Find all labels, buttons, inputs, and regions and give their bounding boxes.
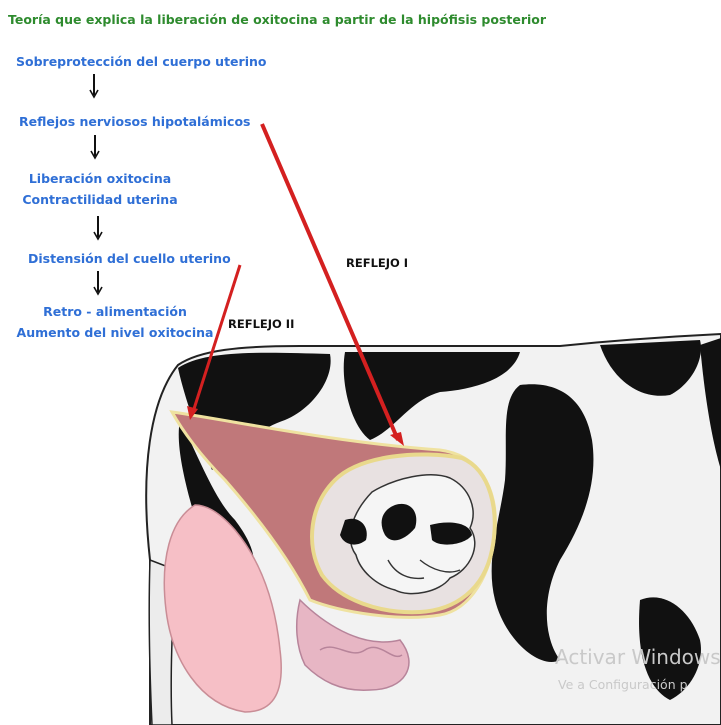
activation-watermark-line1: Activar Windows — [555, 645, 721, 669]
activation-watermark-line2: Ve a Configuración p — [558, 677, 688, 692]
reflex-ii-label: REFLEJO II — [228, 317, 294, 331]
reflex-i-label: REFLEJO I — [346, 256, 408, 270]
